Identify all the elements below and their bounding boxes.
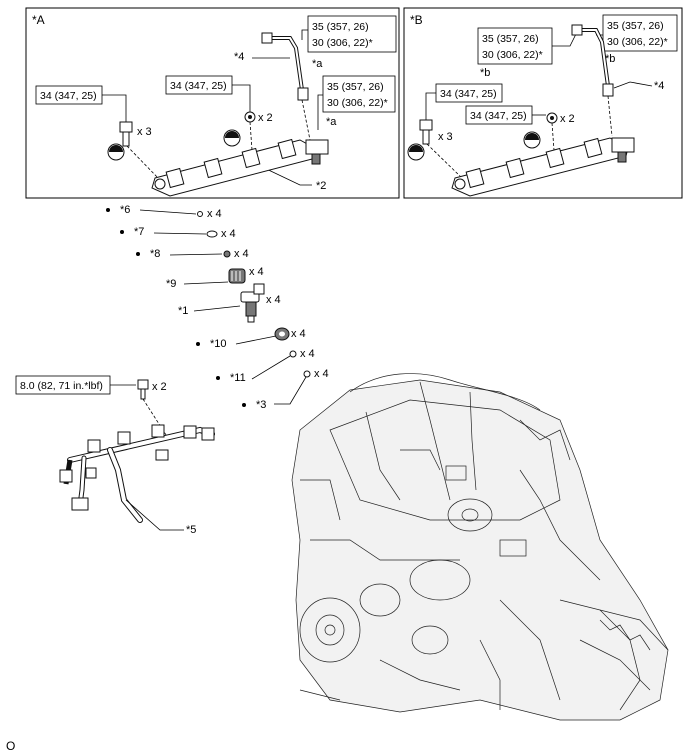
gasket-icon [197,211,203,217]
callout-9: *9 [166,278,176,290]
qty-6: x 4 [207,208,222,220]
bolt-icon [119,121,133,147]
backup-ring-icon [223,250,231,258]
qty-a-mid: x 2 [258,112,273,124]
torque-box-a-top [307,15,397,53]
torque-b-left: 34 (347, 25) [440,88,497,100]
panel-a-title: *A [32,13,45,27]
torque-wrench-icon [407,143,425,161]
non-reusable-dot-icon [120,230,124,234]
connector-icon [201,427,215,441]
callout-6: *6 [120,204,130,216]
connector-icon [59,469,73,483]
qty-b-mid: x 2 [560,113,575,125]
qty-harness: x 2 [152,381,167,393]
fuel-rail [151,138,329,197]
torque-wrench-icon [223,129,241,147]
qty-1: x 4 [266,294,281,306]
torque-b-top-left-line1: 35 (357, 26) [482,33,539,45]
torque-harness: 8.0 (82, 71 in.*lbf) [20,380,103,392]
connector-icon [71,497,89,511]
callout-a-2: *2 [316,180,326,192]
connector-icon [183,425,197,439]
pipe-nut-icon [297,87,309,101]
connector-icon [155,449,169,461]
callout-b-4: *4 [654,80,664,92]
connector-icon [87,439,101,453]
qty-3: x 4 [314,368,329,380]
callout-a-a1: *a [312,58,323,70]
non-reusable-dot-icon [106,208,110,212]
qty-8: x 4 [234,248,249,260]
qty-b-left: x 3 [438,131,453,143]
non-reusable-dot-icon [216,376,220,380]
callout-b-b2: *b [605,53,615,65]
qty-7: x 4 [221,228,236,240]
callout-3: *3 [256,399,266,411]
fuel-injector-icon [240,283,265,323]
qty-a-left: x 3 [137,126,152,138]
wire-harness: 8.0 (82, 71 in.*lbf) x 2 *5 [15,375,215,536]
torque-a-top-line1: 35 (357, 26) [312,21,369,33]
torque-wrench-icon [523,131,541,149]
non-reusable-dot-icon [196,342,200,346]
bolt-icon [137,379,149,400]
torque-a-mid: 34 (347, 25) [170,80,227,92]
qty-11: x 4 [300,348,315,360]
callout-1: *1 [178,305,188,317]
callout-b-b1: *b [480,67,490,79]
panel-b: *B 35 (357, 26) 30 (306, 22)* 35 (357, 2… [403,7,683,199]
torque-box-a-right [322,75,396,113]
engine-illustration [291,373,669,721]
callout-a-a2: *a [326,116,337,128]
torque-a-top-line2: 30 (306, 22)* [312,37,373,49]
panel-b-title: *B [410,13,423,27]
callout-10: *10 [210,338,227,350]
torque-box-b-top-right [602,14,678,52]
callout-7: *7 [134,226,144,238]
torque-a-left: 34 (347, 25) [40,90,97,102]
pipe-nut-icon [602,83,614,97]
torque-b-mid: 34 (347, 25) [470,110,527,122]
qty-9: x 4 [249,266,264,278]
bolt-icon [419,119,433,145]
torque-a-right-line2: 30 (306, 22)* [327,97,388,109]
non-reusable-dot-icon [136,252,140,256]
parts-list: *6 x 4 *7 x 4 *8 x 4 *9 x 4 *1 [106,204,329,411]
torque-b-top-left-line2: 30 (306, 22)* [482,49,543,61]
o-ring-icon [289,350,297,358]
torque-wrench-icon [107,143,125,161]
bolt-icon [546,112,558,124]
gasket-icon [303,370,311,378]
pipe-nut-icon [571,24,583,36]
panel-a: *A 35 (357, 26) 30 (306, 22)* 35 (357, 2… [25,7,400,199]
bolt-icon [244,111,256,123]
non-reusable-dot-icon [242,403,246,407]
callout-8: *8 [150,248,160,260]
connector-icon [117,431,131,445]
connector-icon [85,467,97,479]
callout-a-4: *4 [234,51,244,63]
figure-id: O [6,739,15,753]
callout-5: *5 [186,524,196,536]
pipe-nut-icon [261,32,273,44]
o-ring-icon [206,230,218,238]
torque-b-top-right-line1: 35 (357, 26) [607,20,664,32]
connector-icon [151,424,165,438]
qty-10: x 4 [291,328,306,340]
torque-b-top-right-line2: 30 (306, 22)* [607,36,668,48]
callout-11: *11 [230,372,246,384]
fuel-rail [451,137,635,197]
insulator-icon [228,268,246,284]
torque-a-right-line1: 35 (357, 26) [327,81,384,93]
